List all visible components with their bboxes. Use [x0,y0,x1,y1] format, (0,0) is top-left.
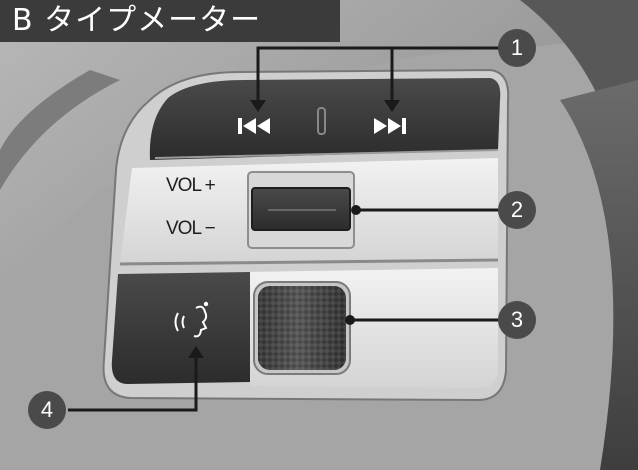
callout-badge: 3 [498,301,536,339]
callout-badge: 4 [28,391,66,429]
wheel-rim-top [520,0,638,300]
title-banner: B タイプメーター [0,0,340,42]
skip-forward-icon [374,118,406,134]
voice-button[interactable] [111,272,250,384]
wheel-rim-right [560,80,638,470]
page-title: B タイプメーター [12,3,262,38]
wheel-edge-left [0,70,120,190]
callout-number: 2 [510,197,524,222]
voice-command-icon [174,301,209,338]
callout-number: 1 [510,35,524,60]
volume-rocker-switch[interactable] [251,187,351,231]
vol-minus-label: VOL − [166,218,216,239]
skip-back-icon [238,118,270,134]
callout-number: 3 [510,307,524,332]
vol-plus-label: VOL + [166,175,216,196]
callout-badge: 1 [498,29,536,67]
callout-leaders [68,46,518,412]
callout-number: 4 [40,397,54,422]
callout-arrowheads [188,100,400,358]
callout-badge: 2 [498,191,536,229]
